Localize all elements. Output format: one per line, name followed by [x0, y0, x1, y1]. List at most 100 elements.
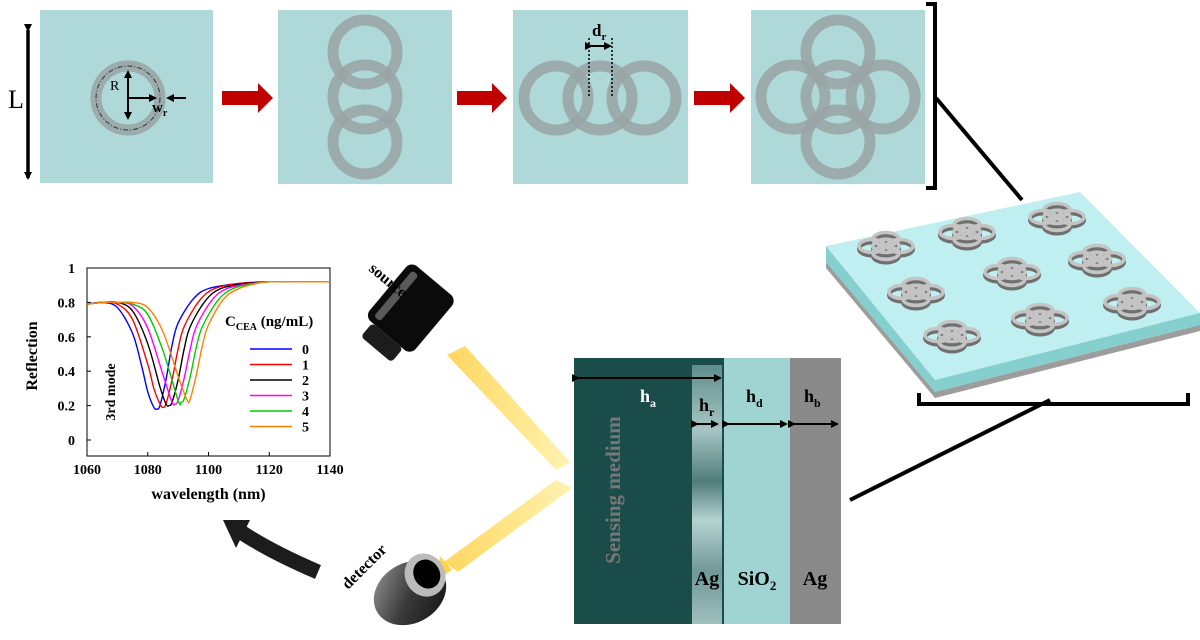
unit-cell-three-rings-horizontal — [513, 10, 688, 184]
hd-label: hd — [746, 386, 763, 410]
ring-spacing-label: dr — [592, 21, 606, 43]
x-tick-label: 1060 — [73, 463, 101, 478]
ring — [1042, 208, 1072, 226]
series-line-4 — [86, 280, 330, 406]
source-body — [367, 264, 454, 352]
series-line-2 — [86, 280, 330, 407]
x-tick-label: 1120 — [256, 463, 283, 478]
substrate-left-side — [826, 246, 935, 392]
series-line-5 — [86, 280, 330, 404]
ring-unit-9 — [1103, 286, 1161, 321]
unit-cell-cross-rings — [751, 10, 925, 184]
ring — [871, 237, 901, 255]
legend-label-1: 1 — [302, 359, 309, 374]
ring-center — [327, 59, 403, 135]
unit-cell-three-rings-vertical — [278, 10, 452, 184]
radius-label: R — [110, 79, 120, 94]
ring-unit-4 — [887, 276, 945, 311]
ring-unit-8 — [1011, 302, 1069, 337]
ring — [1082, 257, 1112, 275]
ring — [1117, 300, 1147, 318]
ring-unit-3 — [1028, 201, 1086, 236]
ring — [952, 230, 982, 248]
series-line-3 — [86, 280, 330, 406]
ring — [1025, 316, 1055, 334]
array-ring-units — [857, 201, 1161, 354]
ring — [871, 244, 901, 262]
light-source: source — [362, 260, 454, 361]
legend-title: CCEA (ng/mL) — [225, 314, 313, 333]
ring — [901, 283, 931, 301]
reflection-chart: 1060 1080 1100 1120 1140 0 0.2 0.4 0.6 0.8 1 wavel… — [24, 262, 344, 503]
substrate-front-silver — [935, 325, 1200, 398]
period-label: L — [8, 85, 24, 114]
ring-right — [845, 59, 921, 135]
x-tick-label: 1140 — [316, 463, 343, 478]
ring-unit-2 — [938, 216, 996, 251]
ring-mean-radius-dashed — [95, 65, 161, 131]
ring-right — [606, 60, 682, 136]
y-tick-label: 0.8 — [58, 296, 76, 311]
unit-cell-single-ring — [40, 10, 213, 183]
legend-label-5: 5 — [302, 421, 309, 436]
x-tick-label: 1080 — [134, 463, 162, 478]
ring — [952, 223, 982, 241]
series-line-0 — [86, 280, 330, 411]
y-tick-label: 0.6 — [58, 331, 76, 346]
detector: detector — [339, 541, 447, 626]
zoom-connector-top — [934, 96, 1024, 202]
mode-annotation: 3rd mode — [104, 363, 119, 420]
ring — [901, 290, 931, 308]
ring — [1082, 250, 1112, 268]
x-axis-label: wavelength (nm) — [151, 486, 265, 503]
ring-center — [800, 59, 876, 135]
return-curved-arrow-body — [233, 523, 321, 579]
y-tick-label: 0 — [68, 434, 75, 449]
ag-ring-label: Ag — [695, 568, 719, 590]
ring-unit-1 — [857, 230, 915, 265]
ring-unit-7 — [923, 319, 981, 354]
ring-bottom — [800, 104, 876, 180]
reflected-beam — [444, 480, 572, 572]
ring-top — [327, 14, 403, 90]
ag-back-label: Ag — [803, 568, 827, 590]
sensing-medium-label: Sensing medium — [601, 416, 625, 564]
ha-label: ha — [640, 386, 656, 410]
legend-label-2: 2 — [302, 374, 309, 389]
y-tick-label: 0.2 — [58, 400, 76, 415]
sio2-label: SiO2 — [738, 568, 777, 593]
legend-label-0: 0 — [302, 343, 309, 358]
ring-top — [800, 14, 876, 90]
ring-left — [518, 60, 594, 136]
ring-left — [755, 59, 831, 135]
return-curved-arrow-head — [223, 520, 250, 548]
ring — [1117, 293, 1147, 311]
layer-cross-section: ha hr hd hb Sensing medium Ag SiO2 Ag — [572, 358, 841, 624]
source-highlight — [375, 271, 418, 321]
step-arrow-2 — [457, 83, 507, 113]
legend-label-4: 4 — [302, 405, 309, 420]
sio2-layer — [724, 358, 790, 624]
ring — [1042, 215, 1072, 233]
legend-label-3: 3 — [302, 390, 309, 405]
source-nozzle — [362, 324, 402, 361]
chart-series — [86, 280, 330, 411]
step-arrow-1 — [222, 83, 273, 113]
plot-frame — [86, 267, 331, 457]
hr-label: hr — [699, 395, 715, 419]
step-arrow-3 — [694, 83, 745, 113]
unit-cell-evolution: L R wr dr — [8, 2, 937, 190]
ring — [937, 326, 967, 344]
y-tick-label: 1 — [68, 262, 75, 277]
incident-beam — [447, 346, 570, 470]
x-tick-label: 1100 — [195, 463, 222, 478]
ring-bottom — [327, 104, 403, 180]
zoom-connector-bottom — [849, 398, 1051, 502]
unit-cell-bracket — [926, 2, 937, 190]
y-tick-label: 0.4 — [58, 365, 76, 380]
chart-axes: 1060 1080 1100 1120 1140 0 0.2 0.4 0.6 0.8 1 — [58, 262, 344, 478]
ag-ring-layer — [692, 365, 722, 624]
y-axis-label: Reflection — [24, 321, 41, 390]
